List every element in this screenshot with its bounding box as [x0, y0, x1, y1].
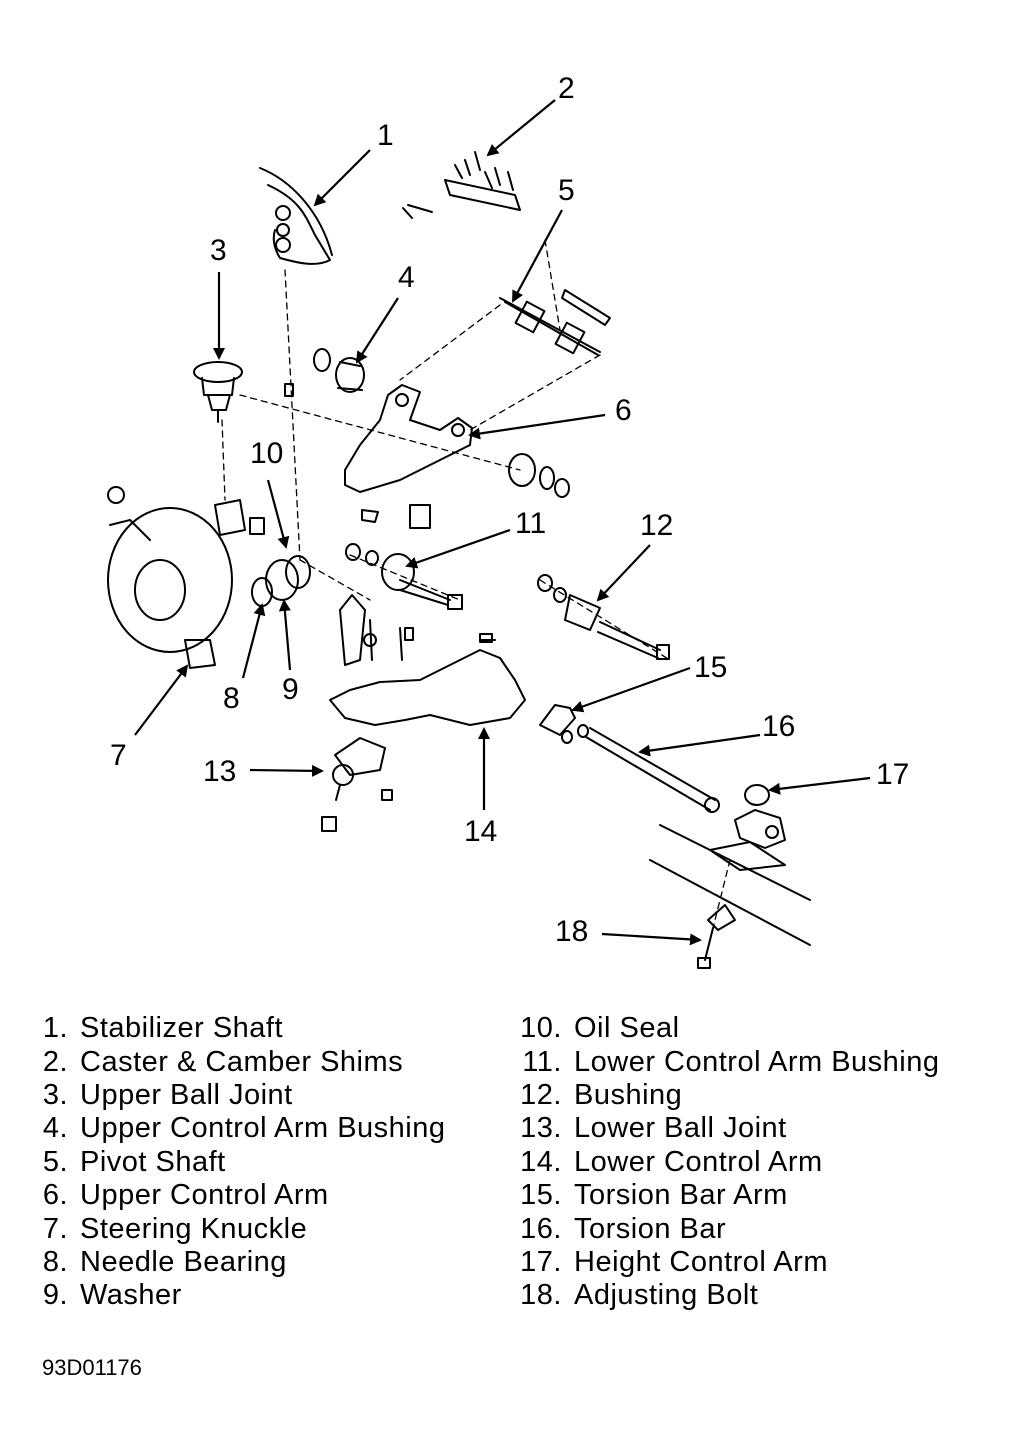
- lower-control-arm-bushing-part: [345, 543, 463, 610]
- lower-ball-joint-part: [321, 737, 393, 832]
- torsion-bar-arm-part: [539, 704, 589, 744]
- pivot-shaft-part: [499, 289, 611, 356]
- legend-label: Height Control Arm: [574, 1245, 828, 1278]
- callout-15: 15: [694, 651, 727, 684]
- legend-item: 10. Oil Seal: [510, 1012, 940, 1045]
- legend-right-column: 10. Oil Seal 11. Lower Control Arm Bushing…: [510, 1012, 940, 1313]
- legend-number: 16.: [520, 1212, 562, 1245]
- legend-item: 12. Bushing: [510, 1079, 940, 1112]
- legend-label: Upper Control Arm Bushing: [80, 1112, 446, 1145]
- hub-bearing-seal-parts: [249, 517, 311, 607]
- callout-8: 8: [223, 682, 240, 715]
- legend-label: Oil Seal: [574, 1012, 680, 1045]
- misc-hardware: [284, 383, 493, 643]
- legend-item: 18. Adjusting Bolt: [510, 1279, 940, 1312]
- callout-2: 2: [558, 72, 575, 105]
- steering-knuckle-part: [107, 486, 246, 669]
- upper-control-arm-part: [344, 384, 570, 529]
- legend-item: 8. Needle Bearing: [30, 1246, 446, 1279]
- legend-item: 5. Pivot Shaft: [30, 1146, 446, 1179]
- callout-11: 11: [515, 507, 546, 540]
- legend-item: 11. Lower Control Arm Bushing: [510, 1045, 940, 1078]
- legend-number: 11.: [522, 1045, 562, 1078]
- callout-17: 17: [876, 758, 909, 791]
- figure-code: 93D01176: [42, 1355, 142, 1380]
- legend-item: 15. Torsion Bar Arm: [510, 1179, 940, 1212]
- callout-7: 7: [110, 739, 127, 772]
- legend-number: 8.: [42, 1245, 68, 1278]
- bushing-part: [537, 574, 670, 660]
- legend-number: 5.: [42, 1145, 68, 1178]
- legend-number: 6.: [42, 1179, 68, 1212]
- callout-9: 9: [282, 673, 299, 706]
- suspension-exploded-diagram: 1 2 3 4 5 6 7 8 9 10 11 12 13 14 15 16 1…: [107, 72, 909, 969]
- legend-label: Pivot Shaft: [80, 1145, 226, 1178]
- legend-number: 7.: [42, 1212, 68, 1245]
- stabilizer-shaft-part: [259, 167, 333, 265]
- legend-number: 1.: [42, 1012, 68, 1045]
- legend-label: Stabilizer Shaft: [80, 1012, 284, 1045]
- legend-label: Washer: [80, 1279, 182, 1312]
- callout-5: 5: [558, 174, 575, 207]
- callout-3: 3: [210, 234, 227, 267]
- legend-number: 2.: [42, 1045, 68, 1078]
- assembly-guide-lines: [221, 239, 731, 961]
- lower-control-arm-part: [329, 594, 526, 726]
- legend-item: 6. Upper Control Arm: [30, 1179, 446, 1212]
- legend-label: Adjusting Bolt: [574, 1279, 759, 1312]
- legend-label: Upper Ball Joint: [80, 1078, 293, 1111]
- legend-item: 14. Lower Control Arm: [510, 1146, 940, 1179]
- legend-label: Torsion Bar Arm: [574, 1179, 788, 1212]
- callout-16: 16: [762, 710, 795, 743]
- legend-item: 16. Torsion Bar: [510, 1212, 940, 1245]
- callout-12: 12: [640, 509, 673, 542]
- callout-4: 4: [398, 261, 415, 294]
- legend-label: Lower Control Arm Bushing: [574, 1045, 940, 1078]
- legend-number: 13.: [520, 1112, 562, 1145]
- legend-item: 9. Washer: [30, 1279, 446, 1312]
- legend-number: 3.: [42, 1078, 68, 1111]
- legend-number: 4.: [42, 1112, 68, 1145]
- callout-10: 10: [250, 437, 283, 470]
- legend-label: Caster & Camber Shims: [80, 1045, 404, 1078]
- callout-14: 14: [464, 815, 497, 848]
- legend-label: Needle Bearing: [80, 1245, 287, 1278]
- callout-leaders: [134, 99, 871, 946]
- legend-number: 18.: [520, 1279, 562, 1312]
- legend-label: Lower Control Arm: [574, 1145, 823, 1178]
- legend-label: Lower Ball Joint: [574, 1112, 787, 1145]
- legend-number: 10.: [520, 1012, 562, 1045]
- legend-item: 13. Lower Ball Joint: [510, 1112, 940, 1145]
- callout-18: 18: [555, 915, 588, 948]
- upper-control-arm-bushing-part: [313, 348, 365, 393]
- caster-camber-shims-part: [402, 151, 521, 219]
- legend-item: 7. Steering Knuckle: [30, 1212, 446, 1245]
- legend-number: 12.: [520, 1078, 562, 1111]
- legend-number: 15.: [520, 1179, 562, 1212]
- legend-item: 1. Stabilizer Shaft: [30, 1012, 446, 1045]
- height-control-arm-part: [734, 784, 786, 849]
- legend-left-column: 1. Stabilizer Shaft 2. Caster & Camber Shi…: [30, 1012, 446, 1313]
- legend-label: Upper Control Arm: [80, 1179, 329, 1212]
- callout-6: 6: [615, 394, 632, 427]
- frame-rail: [649, 824, 811, 946]
- legend-label: Bushing: [574, 1078, 683, 1111]
- upper-ball-joint-part: [193, 361, 243, 423]
- adjusting-bolt-part: [697, 904, 736, 969]
- legend-number: 9.: [42, 1279, 68, 1312]
- callout-13: 13: [203, 755, 236, 788]
- legend-item: 2. Caster & Camber Shims: [30, 1045, 446, 1078]
- callout-1: 1: [377, 119, 394, 152]
- legend-number: 17.: [520, 1245, 562, 1278]
- legend-item: 17. Height Control Arm: [510, 1246, 940, 1279]
- legend-number: 14.: [520, 1145, 562, 1178]
- legend-label: Torsion Bar: [574, 1212, 727, 1245]
- legend-item: 3. Upper Ball Joint: [30, 1079, 446, 1112]
- callout-numbers: 1 2 3 4 5 6 7 8 9 10 11 12 13 14 15 16 1…: [110, 72, 909, 948]
- legend-item: 4. Upper Control Arm Bushing: [30, 1112, 446, 1145]
- legend-label: Steering Knuckle: [80, 1212, 308, 1245]
- torsion-bar-part: [585, 727, 720, 813]
